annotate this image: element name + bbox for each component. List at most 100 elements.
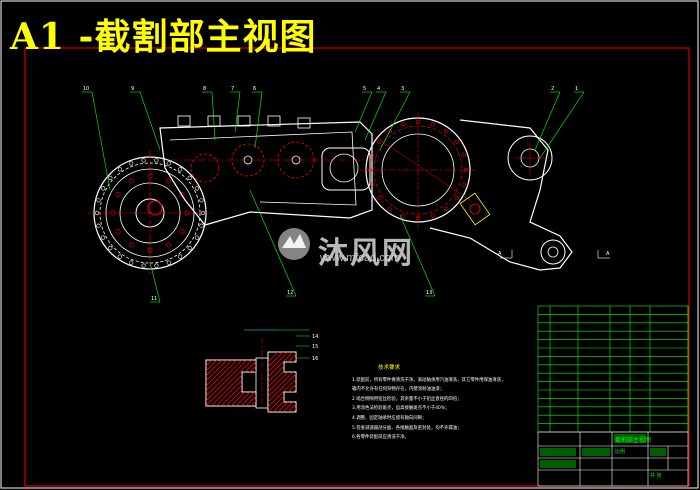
leader-lines	[82, 91, 585, 303]
drum-pick	[141, 263, 146, 268]
hatch-line	[268, 352, 289, 412]
title-block-cell-fill	[540, 460, 576, 468]
technical-note: 4.调整、固定轴承时应留有轴向间隙；	[352, 415, 427, 421]
drum-picks	[94, 158, 206, 268]
leader-line	[91, 91, 111, 191]
title-block-sheet-label: 共 张	[650, 473, 662, 479]
part-balloon-number: 9	[131, 86, 134, 92]
drum-pick	[96, 223, 101, 228]
drum-pick	[154, 158, 159, 163]
title-block-cell-fill	[582, 448, 610, 456]
leader-line	[254, 91, 263, 149]
ring-bolt	[454, 196, 459, 201]
part-balloon-number: 2	[551, 86, 554, 92]
technical-notes-title: 技术要求	[378, 365, 401, 371]
ring-bolts	[367, 119, 469, 221]
drum-pick	[96, 198, 101, 203]
hatch-line	[206, 360, 233, 406]
part-balloon-number: 8	[203, 86, 206, 92]
cutting-drum	[88, 150, 212, 276]
technical-note: 6.各零件装配前应清洗干净。	[352, 435, 409, 441]
part-balloon-number: 5	[363, 86, 366, 92]
leader-line	[211, 91, 216, 141]
ring-bolt	[415, 119, 421, 125]
drum-pick	[200, 210, 206, 216]
drum-pick	[178, 254, 183, 259]
part-balloon-number: 1	[575, 86, 578, 92]
detail-section-view	[205, 329, 358, 413]
drum-pick	[100, 186, 106, 191]
hatch-line	[268, 352, 296, 412]
part-balloon-number: 7	[231, 86, 234, 92]
leader-line	[364, 91, 387, 141]
drum-bolt	[129, 178, 135, 184]
ring-bolt	[444, 206, 449, 211]
part-balloon-number: 12	[287, 290, 293, 296]
hatch-line	[268, 352, 296, 412]
drum-bolt	[184, 210, 190, 216]
leader-line	[534, 91, 561, 151]
detail-callout-number: 14	[312, 334, 318, 340]
section-hatch-left	[206, 360, 256, 406]
drum-pick	[199, 223, 204, 228]
drum-pick	[187, 246, 192, 251]
drum-bolt	[115, 192, 121, 198]
drum-pick	[129, 161, 134, 166]
hatch-line	[268, 352, 296, 412]
hatch-line	[206, 360, 223, 406]
leader-line	[149, 261, 161, 303]
ring-bolt	[444, 129, 449, 134]
drum-pick	[199, 198, 204, 203]
hatch-line	[220, 360, 256, 406]
ring-bolt	[387, 129, 392, 134]
title-block-cell-fill	[614, 434, 646, 443]
technical-notes: 技术要求 1.装配前，所有零件要清洗干净，滚动轴承用汽油清洗，其它零件用煤油清洗…	[352, 364, 542, 443]
ring-bolt	[370, 153, 375, 158]
hatch-line	[206, 360, 213, 406]
hatch-line	[268, 352, 296, 412]
hatch-line	[225, 360, 256, 406]
leader-line	[399, 214, 436, 297]
drum-bolt	[129, 242, 135, 248]
hatch-line	[292, 352, 296, 412]
hatch-line	[268, 352, 296, 412]
part-balloon-number: 3	[401, 86, 404, 92]
section-hatch-right	[268, 352, 358, 412]
hatch-line	[206, 360, 248, 406]
drum-pick	[187, 175, 192, 180]
title-block-drawing-name: 截割部主视图	[615, 437, 652, 444]
technical-note: 1.装配前，所有零件要清洗干净，滚动轴承用汽油清洗，其它零件用煤油清洗，	[352, 377, 506, 383]
part-balloon-number: 13	[426, 290, 432, 296]
leader-line	[354, 91, 373, 133]
title-block-cell-fill	[540, 448, 576, 456]
drum-bolt	[115, 229, 121, 235]
hatch-line	[206, 360, 218, 406]
hatch-line	[215, 360, 256, 406]
technical-note: 5.检查减速器剖分面、各接触面及密封处，均不许漏油；	[352, 425, 462, 431]
title-block-fills	[540, 434, 666, 468]
drum-bolt	[110, 210, 116, 216]
watermark-url: www.mfcad.com	[320, 252, 401, 264]
drum-pick	[166, 161, 171, 166]
drum-pick	[154, 263, 159, 268]
drum-pick	[166, 260, 171, 265]
hatch-line	[235, 360, 256, 406]
ring-bolt	[454, 139, 459, 144]
drum-pick	[117, 167, 122, 172]
part-balloon-number: 10	[83, 86, 89, 92]
drum-bolt	[147, 247, 153, 253]
technical-note: 箱内不允许有任何杂物存在，内壁涂耐油油漆；	[352, 387, 445, 393]
hatch-line	[298, 352, 358, 412]
ring-bolt	[415, 215, 421, 221]
hatch-line	[282, 352, 296, 412]
drum-bolt	[179, 229, 185, 235]
ring-bolt	[463, 167, 469, 173]
drum-pick	[100, 235, 106, 240]
hatch-line	[255, 360, 256, 406]
hatch-line	[268, 352, 296, 412]
ring-bolt	[370, 182, 375, 187]
hatch-line	[206, 360, 253, 406]
drum-pick	[117, 254, 122, 259]
